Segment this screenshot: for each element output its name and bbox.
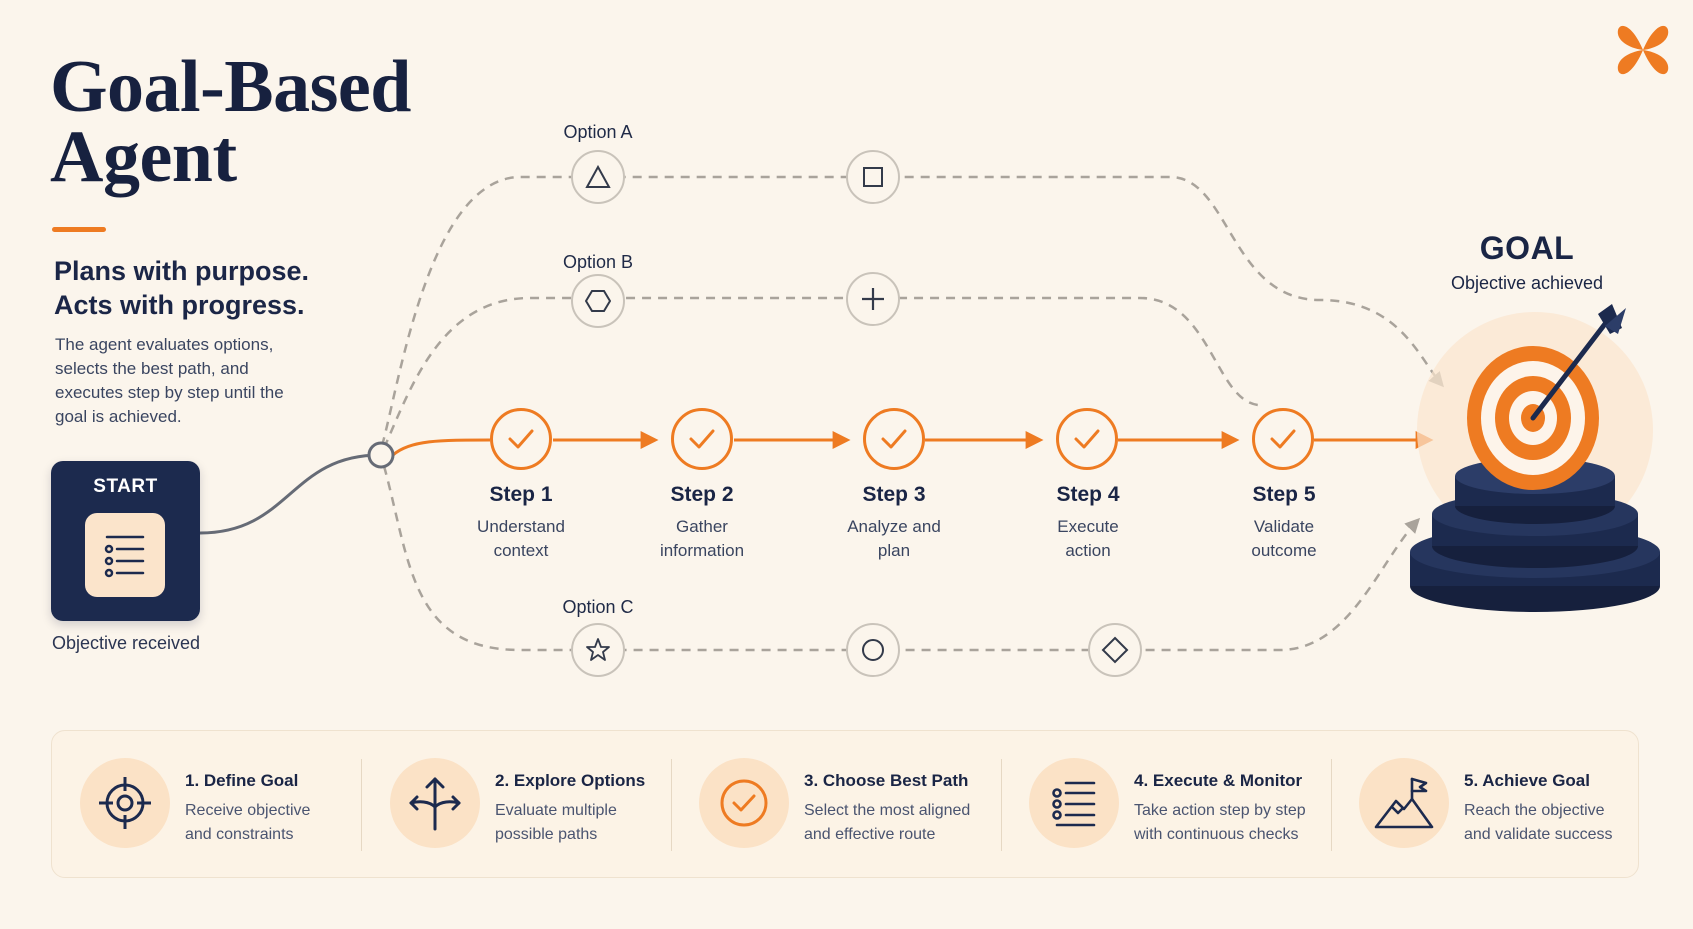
- step-2-text: Step 2 Gather information: [612, 481, 792, 563]
- list-icon: [85, 513, 165, 597]
- check-icon: [508, 429, 534, 449]
- step-3-text: Step 3 Analyze and plan: [804, 481, 984, 563]
- page-title: Goal-Based Agent: [50, 46, 411, 198]
- phase-4: 4. Execute & Monitor Take action step by…: [1001, 731, 1331, 879]
- phase-5: 5. Achieve Goal Reach the objective and …: [1331, 731, 1638, 879]
- accent-divider: [52, 227, 106, 232]
- tagline: Plans with purpose. Acts with progress.: [54, 254, 309, 322]
- option-b-node-1: [571, 274, 625, 328]
- step-desc: Analyze and plan: [847, 517, 941, 560]
- phase-title: 5. Achieve Goal: [1464, 771, 1590, 790]
- diamond-icon: [1101, 636, 1129, 664]
- option-c-path: [382, 465, 1421, 652]
- option-b-node-2: [846, 272, 900, 326]
- goal-title: GOAL: [1479, 230, 1575, 266]
- main-path: [392, 438, 491, 457]
- check-icon: [1074, 429, 1100, 449]
- check-icon: [689, 429, 715, 449]
- triangle-icon: [585, 165, 611, 188]
- target-icon: [1410, 304, 1660, 612]
- tagline-line-2: Acts with progress.: [54, 290, 305, 320]
- crosshair-icon: [80, 758, 170, 848]
- start-caption: Objective received: [52, 633, 201, 653]
- step-4-circle: [1056, 408, 1118, 470]
- phase-divider: [671, 759, 672, 851]
- phase-title: 1. Define Goal: [185, 771, 299, 790]
- phase-desc: Evaluate multiple possible paths: [495, 802, 617, 843]
- phase-desc: Reach the objective and validate success: [1464, 802, 1613, 843]
- phase-2: 2. Explore Options Evaluate multiple pos…: [362, 731, 671, 879]
- step-2-circle: [671, 408, 733, 470]
- option-b-path: [382, 296, 1259, 449]
- step-4-text: Step 4 Execute action: [998, 481, 1178, 563]
- square-icon: [863, 167, 883, 187]
- option-c-node-1: [571, 623, 625, 677]
- title-line-2: Agent: [50, 116, 237, 198]
- plus-icon: [862, 288, 884, 310]
- hexagon-icon: [585, 290, 611, 312]
- phase-title: 2. Explore Options: [495, 771, 646, 790]
- description: The agent evaluates options, selects the…: [55, 335, 284, 426]
- junction-node: [367, 441, 395, 469]
- step-3-circle: [863, 408, 925, 470]
- check-icon: [1270, 429, 1296, 449]
- phase-divider: [361, 759, 362, 851]
- option-a-path: [380, 175, 1444, 447]
- phase-desc: Receive objective and constraints: [185, 802, 311, 843]
- step-desc: Understand context: [477, 517, 565, 560]
- tagline-line-1: Plans with purpose.: [54, 256, 310, 286]
- option-a-node-1: [571, 150, 625, 204]
- step-1-circle: [490, 408, 552, 470]
- circle-icon: [862, 639, 884, 661]
- step-1-text: Step 1 Understand context: [431, 481, 611, 563]
- brand-logo-icon: [1617, 25, 1669, 75]
- step-title: Step 4: [1056, 483, 1120, 506]
- option-a-node-2: [846, 150, 900, 204]
- branch-arrows-icon: [390, 758, 480, 848]
- phase-desc: Take action step by step with continuous…: [1134, 802, 1306, 843]
- option-c-label: Option C: [562, 597, 634, 617]
- step-desc: Execute action: [1057, 517, 1119, 560]
- mountain-flag-icon: [1359, 758, 1449, 848]
- option-a-label: Option A: [563, 122, 633, 142]
- step-title: Step 1: [489, 483, 553, 506]
- step-5-text: Step 5 Validate outcome: [1194, 481, 1374, 563]
- goal-subtitle: Objective achieved: [1450, 273, 1604, 293]
- phase-title: 4. Execute & Monitor: [1134, 771, 1303, 790]
- check-icon: [881, 429, 907, 449]
- checklist-icon: [1029, 758, 1119, 848]
- phase-desc: Select the most aligned and effective ro…: [804, 802, 971, 843]
- step-desc: Validate outcome: [1251, 517, 1317, 560]
- option-c-node-2: [846, 623, 900, 677]
- option-b-label: Option B: [562, 252, 634, 272]
- step-title: Step 5: [1252, 483, 1316, 506]
- step-title: Step 3: [862, 483, 926, 506]
- phase-1: 1. Define Goal Receive objective and con…: [52, 731, 362, 879]
- phase-divider: [1001, 759, 1002, 851]
- phase-divider: [1331, 759, 1332, 851]
- option-c-node-3: [1088, 623, 1142, 677]
- step-desc: Gather information: [659, 517, 745, 560]
- phases-panel: 1. Define Goal Receive objective and con…: [51, 730, 1639, 878]
- phase-title: 3. Choose Best Path: [804, 771, 969, 790]
- start-connector: [199, 453, 381, 535]
- title-line-1: Goal-Based: [50, 46, 411, 128]
- start-label: START: [93, 476, 158, 497]
- star-icon: [586, 638, 610, 661]
- step-5-circle: [1252, 408, 1314, 470]
- phase-3: 3. Choose Best Path Select the most alig…: [671, 731, 1001, 879]
- check-circle-icon: [699, 758, 789, 848]
- step-title: Step 2: [670, 483, 734, 506]
- start-box: START: [51, 461, 200, 621]
